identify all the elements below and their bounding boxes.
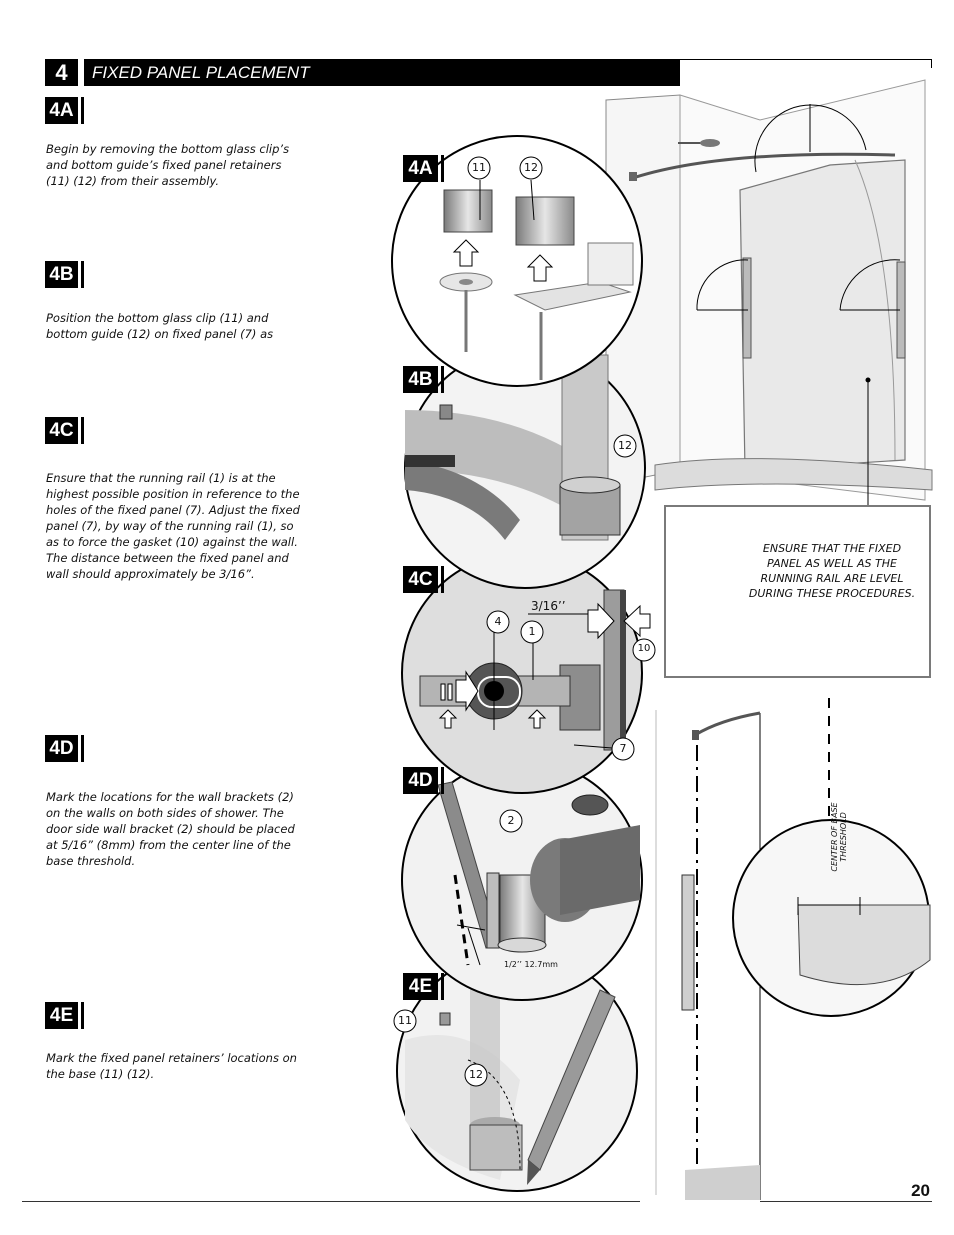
figure-4a bbox=[391, 135, 643, 387]
callout-12: 12 bbox=[524, 161, 538, 174]
figure-label-4a: 4A bbox=[403, 155, 444, 182]
figure-4d bbox=[401, 759, 643, 1001]
figure-label-4d: 4D bbox=[403, 767, 444, 794]
callout-4: 4 bbox=[494, 615, 502, 628]
callouts bbox=[393, 156, 656, 1087]
footer-rule-right bbox=[760, 1201, 932, 1202]
step-text-4c: Ensure that the running rail (1) is at t… bbox=[46, 471, 300, 581]
figure-label-4c: 4C bbox=[403, 566, 444, 593]
step-text-4a: Begin by removing the bottom glass clip’… bbox=[46, 142, 290, 188]
step-text-4e: Mark the fixed panel retainers’ location… bbox=[46, 1051, 297, 1081]
step-label-4d: 4D bbox=[45, 735, 84, 762]
callout-10: 10 bbox=[637, 643, 651, 654]
header-rule bbox=[680, 59, 932, 60]
threshold-label: CENTER OF BASE THRESHOLD bbox=[830, 802, 848, 872]
figure-4b bbox=[404, 347, 646, 589]
callout-11: 11 bbox=[472, 161, 486, 174]
callout-11: 11 bbox=[398, 1014, 412, 1027]
section-number: 4 bbox=[45, 59, 78, 86]
figure-4c bbox=[401, 552, 651, 794]
step-text-4d: Mark the locations for the wall brackets… bbox=[46, 790, 295, 868]
warning-text: ENSURE THAT THE FIXED PANEL AS WELL AS T… bbox=[748, 542, 916, 600]
step-label-4a: 4A bbox=[45, 97, 84, 124]
callout-12: 12 bbox=[618, 439, 632, 452]
page-number: 20 bbox=[911, 1181, 930, 1200]
figure-4e bbox=[396, 950, 638, 1192]
shower-enclosure-illustration bbox=[605, 79, 933, 505]
callout-7: 7 bbox=[619, 742, 627, 755]
step-text-4b: Position the bottom glass clip (11) and … bbox=[46, 311, 274, 341]
gap-dimension-label: 3/16’’ bbox=[531, 599, 566, 613]
callout-12: 12 bbox=[469, 1068, 483, 1081]
callout-2: 2 bbox=[507, 814, 515, 827]
footer-rule bbox=[22, 1201, 640, 1202]
callout-1: 1 bbox=[528, 625, 536, 638]
side-elevation-illustration bbox=[655, 698, 931, 1200]
section-title: FIXED PANEL PLACEMENT bbox=[84, 59, 680, 86]
figure-label-4e: 4E bbox=[403, 973, 444, 1000]
step-label-4e: 4E bbox=[45, 1002, 84, 1029]
header-rule-tick bbox=[931, 59, 932, 68]
figure-label-4b: 4B bbox=[403, 366, 444, 393]
step-label-4b: 4B bbox=[45, 261, 84, 288]
warning-box bbox=[664, 505, 931, 678]
dimension-label: 1/2’’ 12.7mm bbox=[504, 960, 558, 969]
step-label-4c: 4C bbox=[45, 417, 84, 444]
